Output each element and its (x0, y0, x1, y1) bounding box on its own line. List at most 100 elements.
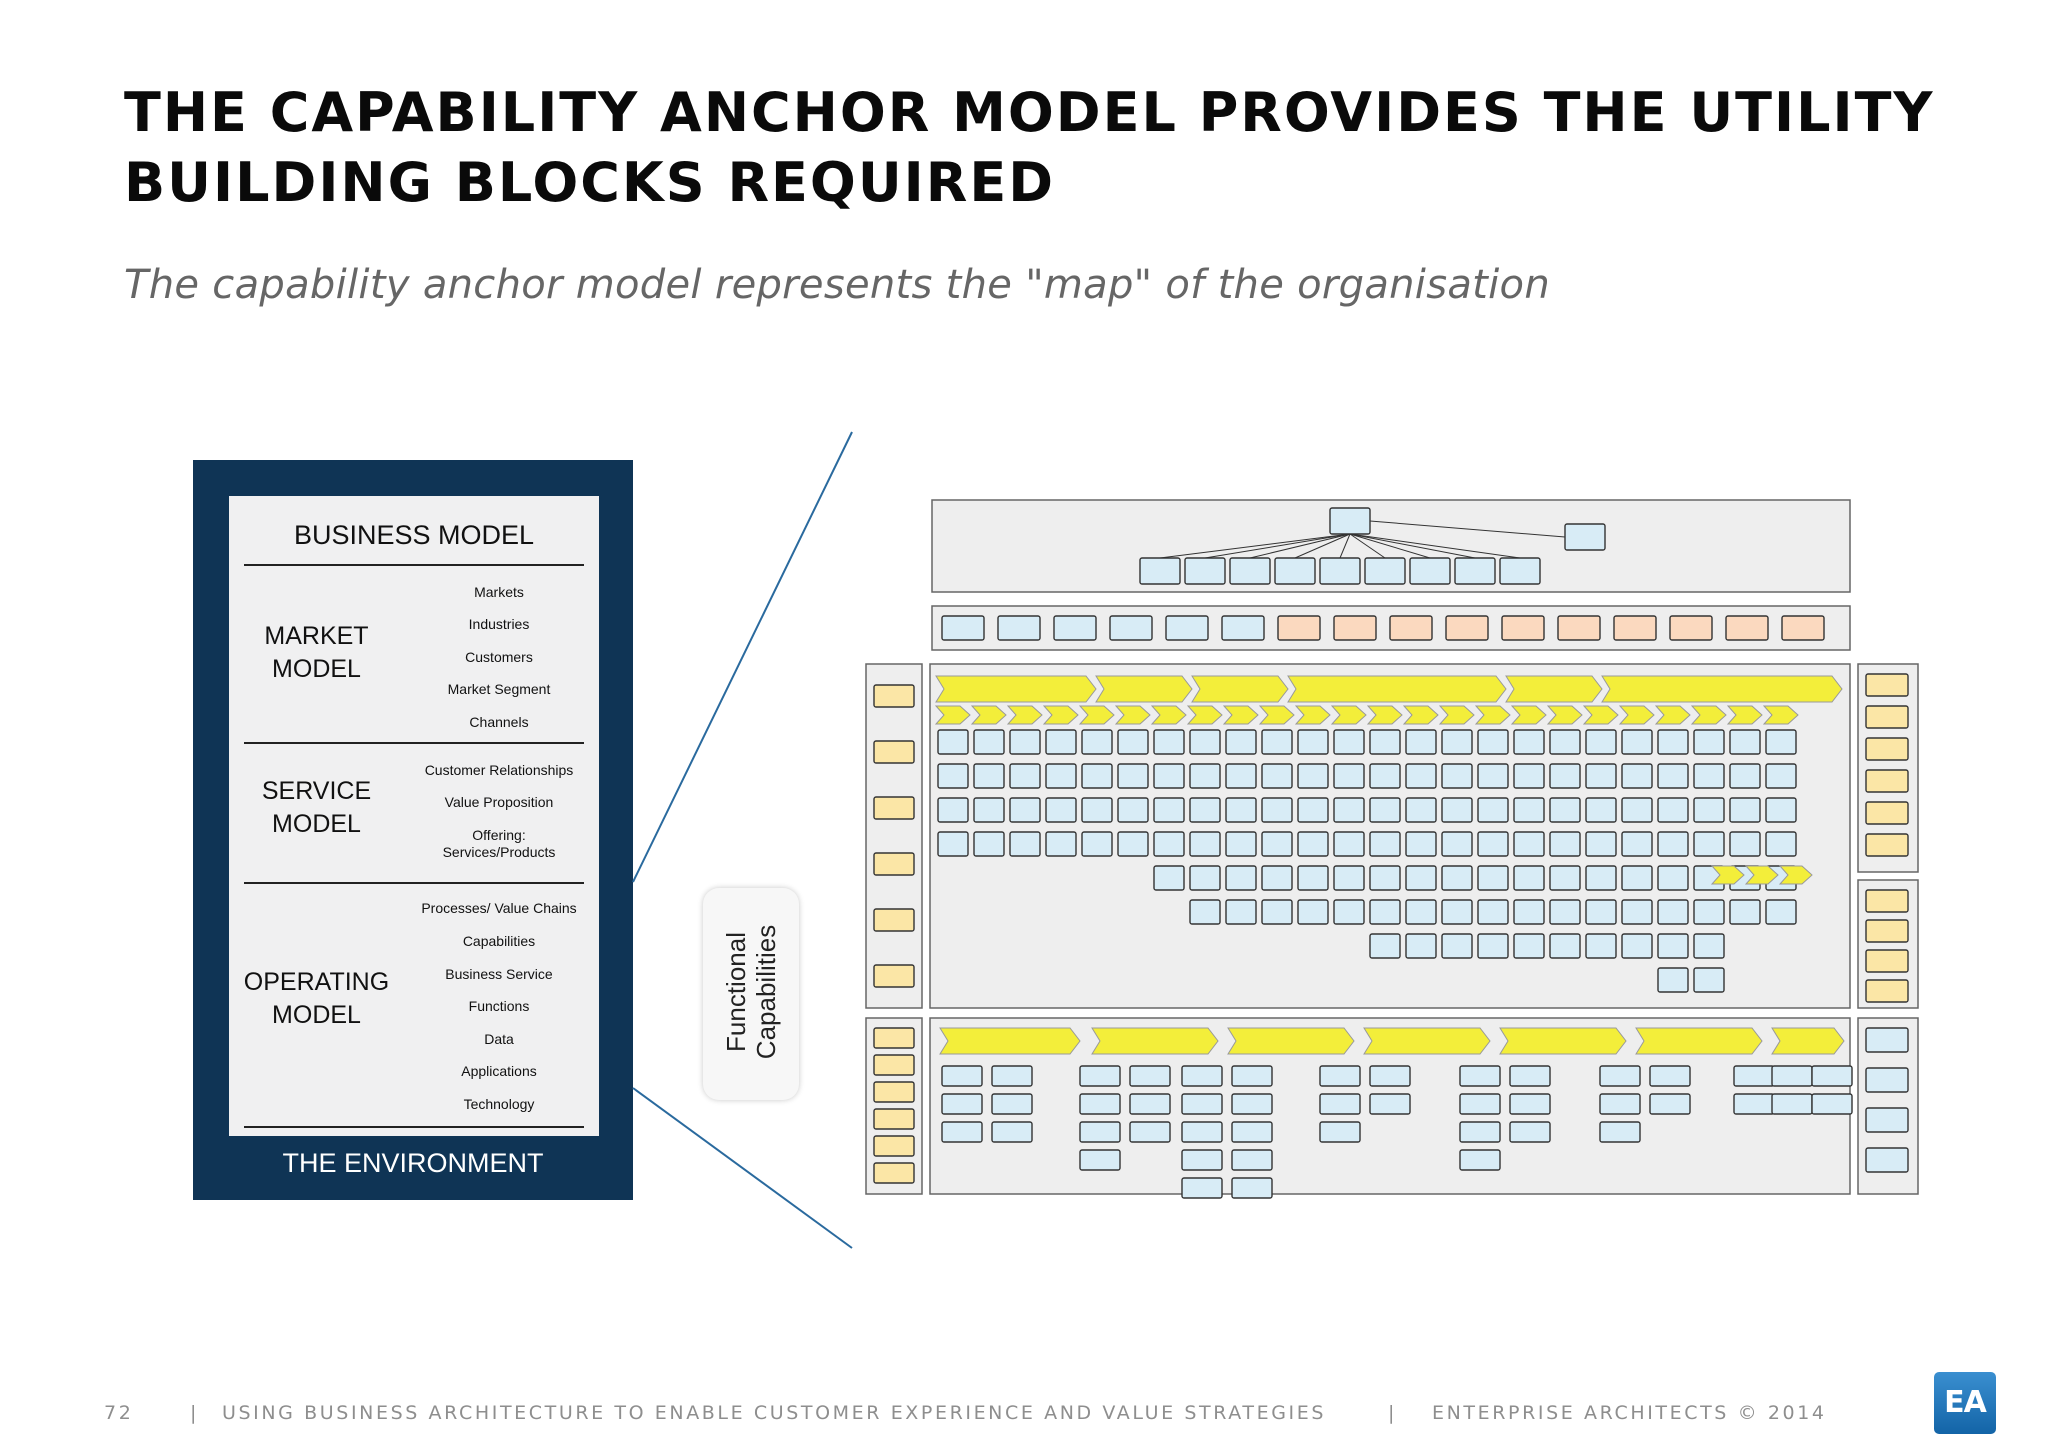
capability-box (1657, 967, 1689, 993)
support-box (1599, 1093, 1641, 1115)
capability-box (1729, 763, 1761, 789)
support-box (1181, 1065, 1223, 1087)
operating-item: Processes/ Value Chains (421, 900, 577, 916)
support-box (991, 1065, 1033, 1087)
value-chain-chevron (1191, 675, 1289, 703)
capability-box (1297, 865, 1329, 891)
value-chain-chevron (935, 675, 1097, 703)
org-link (1349, 533, 1386, 559)
support-box (1129, 1065, 1171, 1087)
capability-box (1585, 763, 1617, 789)
capability-box (1117, 763, 1149, 789)
capability-box (1153, 763, 1185, 789)
right-box (1865, 673, 1909, 697)
support-box (1811, 1065, 1853, 1087)
capability-box (1441, 899, 1473, 925)
capability-box (1189, 899, 1221, 925)
market-item: Market Segment (447, 681, 551, 697)
support-chain-chevron (939, 1027, 1081, 1055)
stakeholder-box (873, 796, 915, 820)
support-box (1129, 1093, 1171, 1115)
segment-box (1725, 615, 1769, 641)
support-box (1231, 1093, 1273, 1115)
segment-box (941, 615, 985, 641)
stakeholder-box (873, 740, 915, 764)
capability-box (1477, 933, 1509, 959)
capability-box (1477, 729, 1509, 755)
capability-box (973, 797, 1005, 823)
capability-box (1189, 797, 1221, 823)
support-chain-chevron (1091, 1027, 1219, 1055)
capability-box (1729, 831, 1761, 857)
capability-box (1153, 797, 1185, 823)
support-box (1079, 1065, 1121, 1087)
value-chain-chevron (1287, 675, 1507, 703)
support-box (1181, 1177, 1223, 1199)
capability-box (1693, 797, 1725, 823)
capability-box (1297, 797, 1329, 823)
capability-box (1297, 763, 1329, 789)
capability-box (1225, 729, 1257, 755)
capability-box (1621, 865, 1653, 891)
segment-box (1389, 615, 1433, 641)
org-unit-box (1499, 557, 1541, 585)
support-box (1369, 1093, 1411, 1115)
connector-top (632, 431, 853, 883)
operating-item: Business Service (445, 966, 553, 982)
value-stage-chevron (1726, 705, 1763, 725)
stakeholder-box (873, 964, 915, 988)
capability-box (1333, 865, 1365, 891)
support-chain-chevron (1227, 1027, 1355, 1055)
capability-box (1513, 933, 1545, 959)
capability-box (1441, 797, 1473, 823)
capability-box (1729, 899, 1761, 925)
capability-box (1117, 831, 1149, 857)
page-subtitle: The capability anchor model represents t… (124, 262, 1550, 308)
support-box (1733, 1093, 1775, 1115)
divider (244, 742, 584, 744)
capability-box (1765, 831, 1797, 857)
support-box (1771, 1065, 1813, 1087)
capability-box (973, 729, 1005, 755)
support-box (1509, 1093, 1551, 1115)
value-stage-chevron (1042, 705, 1079, 725)
capability-box (1405, 899, 1437, 925)
support-box (1811, 1093, 1853, 1115)
support-box (1459, 1149, 1501, 1171)
capability-box (1261, 899, 1293, 925)
capability-box (1549, 865, 1581, 891)
capability-box (1369, 831, 1401, 857)
org-unit-box (1184, 557, 1226, 585)
value-stage-chevron (1366, 705, 1403, 725)
support-box (1459, 1093, 1501, 1115)
capability-box (1333, 899, 1365, 925)
capability-box (1585, 899, 1617, 925)
capability-box (1297, 899, 1329, 925)
capability-box (1045, 763, 1077, 789)
capability-box (1297, 831, 1329, 857)
org-side-box (1564, 523, 1606, 551)
capability-box (1765, 763, 1797, 789)
value-stage-chevron (1006, 705, 1043, 725)
capability-box (1549, 763, 1581, 789)
operating-item: Capabilities (462, 933, 536, 949)
right-box (1865, 919, 1909, 943)
capability-box (1153, 865, 1185, 891)
capability-box (1621, 933, 1653, 959)
right-box (1865, 769, 1909, 793)
service-model-label: SERVICE MODEL (261, 777, 372, 838)
support-box (1509, 1065, 1551, 1087)
right-box (1865, 889, 1909, 913)
functional-capabilities-tab: Functional Capabilities (703, 888, 799, 1100)
capability-box (1621, 899, 1653, 925)
value-stage-chevron (1546, 705, 1583, 725)
right-box (1865, 705, 1909, 729)
capability-box (1081, 729, 1113, 755)
capability-box (1153, 729, 1185, 755)
capability-box (1081, 797, 1113, 823)
org-unit-box (1454, 557, 1496, 585)
value-stage-chevron (1510, 705, 1547, 725)
org-unit-box (1319, 557, 1361, 585)
market-item: Channels (469, 714, 529, 730)
capability-box (1549, 729, 1581, 755)
